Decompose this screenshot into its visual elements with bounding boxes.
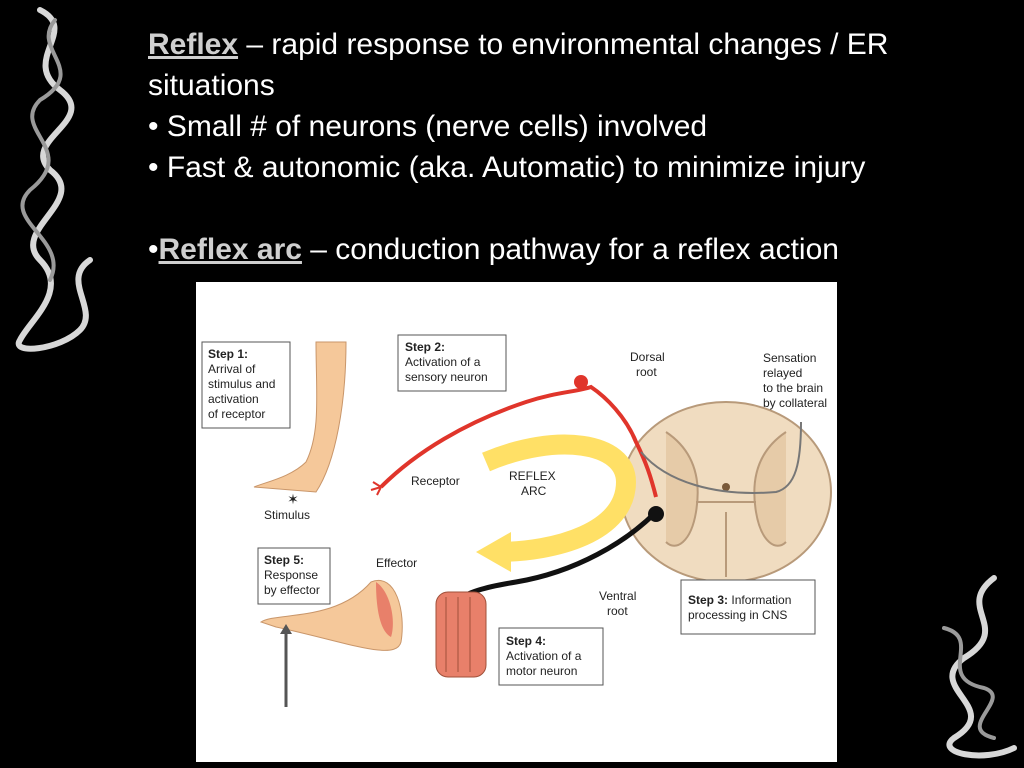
label-root: root <box>636 365 657 379</box>
step1-box: Step 1: Arrival of stimulus and activati… <box>201 341 291 429</box>
svg-text:to the brain: to the brain <box>763 381 823 395</box>
svg-text:by collateral: by collateral <box>763 396 827 410</box>
reflex-arc-figure: ✶ Step 1: Arrival of stimulus and activa… <box>196 282 837 762</box>
muscle-effector <box>376 582 393 637</box>
svg-text:by effector: by effector <box>264 583 320 597</box>
svg-text:Step 3: Information: Step 3: Information <box>688 593 791 607</box>
svg-text:of receptor: of receptor <box>208 407 265 421</box>
svg-text:Activation of a: Activation of a <box>405 355 481 369</box>
svg-text:Step 2:: Step 2: <box>405 340 445 354</box>
arm-stimulus <box>253 341 347 493</box>
label-sensation: Sensation <box>763 351 816 365</box>
svg-text:processing in CNS: processing in CNS <box>688 608 787 622</box>
step3-box: Step 3: Information processing in CNS <box>680 579 816 635</box>
svg-text:activation: activation <box>208 392 259 406</box>
svg-text:Arrival of: Arrival of <box>208 362 256 376</box>
svg-text:Step 4:: Step 4: <box>506 634 546 648</box>
label-dorsal: Dorsal <box>630 350 665 364</box>
step4-box: Step 4: Activation of a motor neuron <box>498 627 604 686</box>
reflex-term: Reflex <box>148 28 239 61</box>
svg-text:stimulus and: stimulus and <box>208 377 275 391</box>
svg-text:Step 5:: Step 5: <box>264 553 304 567</box>
arm-effector <box>259 579 403 651</box>
reflex-arc-term: Reflex arc <box>158 233 302 266</box>
step2-box: Step 2: Activation of a sensory neuron <box>397 334 507 392</box>
svg-text:Step 1:: Step 1: <box>208 347 248 361</box>
collateral-pathway <box>640 421 802 494</box>
svg-text:Activation of a: Activation of a <box>506 649 582 663</box>
step5-box: Step 5: Response by effector <box>257 547 331 605</box>
svg-text:ARC: ARC <box>521 484 547 498</box>
label-stimulus: Stimulus <box>264 508 310 522</box>
svg-text:sensory neuron: sensory neuron <box>405 370 488 384</box>
slide-text: Reflex – rapid response to environmental… <box>148 24 1008 270</box>
wire-decoration-bottom-right <box>942 575 1017 759</box>
svg-text:Response: Response <box>264 568 318 582</box>
reflex-definition: Reflex – rapid response to environmental… <box>148 28 889 102</box>
svg-text:motor neuron: motor neuron <box>506 664 577 678</box>
reflex-arc-arrow <box>482 434 637 562</box>
reflex-arc-definition: •Reflex arc – conduction pathway for a r… <box>148 233 839 266</box>
svg-text:root: root <box>607 604 628 618</box>
wire-decoration-top-left <box>15 7 93 352</box>
label-reflex: REFLEX <box>509 469 556 483</box>
label-ventral: Ventral <box>599 589 636 603</box>
muscle-bundle <box>435 591 487 678</box>
svg-text:relayed: relayed <box>763 366 802 380</box>
stimulus-mark: ✶ <box>287 491 299 507</box>
label-receptor: Receptor <box>411 474 460 488</box>
sensory-neuron <box>379 384 658 498</box>
bullet-neurons: • Small # of neurons (nerve cells) invol… <box>148 110 708 143</box>
bullet-fast: • Fast & autonomic (aka. Automatic) to m… <box>148 151 866 184</box>
label-effector: Effector <box>376 556 417 570</box>
